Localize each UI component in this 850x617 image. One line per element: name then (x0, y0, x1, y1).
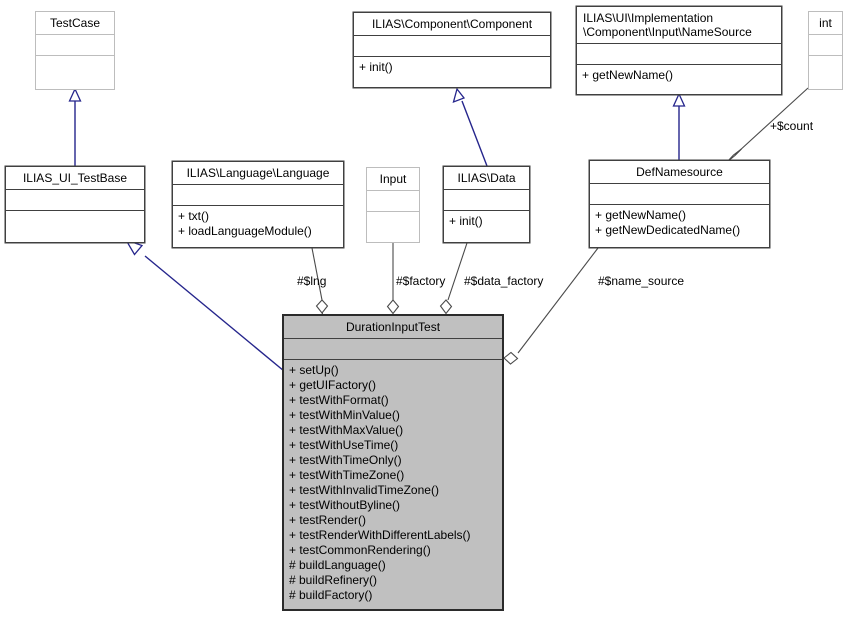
edge-component-to-iliasdata (452, 87, 488, 167)
class-attributes (284, 339, 502, 360)
class-box-testcase[interactable]: TestCase (35, 11, 115, 90)
class-box-name-source[interactable]: ILIAS\UI\Implementation \Component\Input… (576, 6, 782, 95)
class-operations: + setUp() + getUIFactory() + testWithFor… (289, 363, 471, 602)
class-title: ILIAS\UI\Implementation \Component\Input… (577, 7, 781, 44)
class-operations: + txt() + loadLanguageModule() (178, 209, 312, 238)
class-attributes (444, 190, 529, 211)
class-box-ilias-ui-testbase[interactable]: ILIAS_UI_TestBase (5, 166, 145, 243)
class-attributes (809, 35, 842, 56)
class-operations: + getNewName() (582, 68, 674, 82)
class-operations: + init() (359, 60, 393, 74)
class-title: ILIAS\Data (444, 167, 529, 190)
edge-label-count: +$count (770, 119, 814, 133)
class-operations (6, 211, 144, 242)
class-attributes (590, 184, 769, 205)
class-attributes (354, 36, 550, 57)
class-box-duration-input-test[interactable]: DurationInputTest + setUp() + getUIFacto… (283, 315, 503, 610)
edge-label-lng: #$lng (297, 274, 327, 288)
class-box-input[interactable]: Input (366, 167, 420, 243)
edge-label-factory: #$factory (396, 274, 446, 288)
edge-label-data-factory: #$data_factory (464, 274, 544, 288)
class-attributes (367, 191, 419, 212)
class-attributes (36, 35, 114, 56)
class-attributes (577, 44, 781, 65)
class-box-language[interactable]: ILIAS\Language\Language + txt() + loadLa… (172, 161, 344, 248)
class-box-def-namesource[interactable]: DefNamesource + getNewName() + getNewDed… (589, 160, 770, 248)
edge-testbase-to-durationinputtest (124, 238, 285, 372)
class-title: ILIAS_UI_TestBase (6, 167, 144, 190)
class-title: DurationInputTest (284, 316, 502, 339)
class-operations: + getNewName() + getNewDedicatedName() (595, 208, 741, 237)
edge-testcase-to-testbase (68, 87, 82, 166)
class-box-ilias-data[interactable]: ILIAS\Data + init() (443, 166, 530, 243)
class-attributes (6, 190, 144, 211)
class-title: int (809, 12, 842, 35)
class-title: Input (367, 168, 419, 191)
class-box-int[interactable]: int (808, 11, 843, 90)
class-title: DefNamesource (590, 161, 769, 184)
class-title: ILIAS\Language\Language (173, 162, 343, 185)
class-box-component[interactable]: ILIAS\Component\Component + init() (353, 12, 551, 88)
class-title: ILIAS\Component\Component (354, 13, 550, 36)
class-operations (367, 212, 419, 242)
class-title: TestCase (36, 12, 114, 35)
class-operations (809, 56, 842, 89)
edge-label-name-source: #$name_source (598, 274, 685, 288)
edge-namesource-to-defnamesource (672, 92, 686, 160)
class-operations: + init() (449, 214, 483, 228)
class-attributes (173, 185, 343, 206)
edge-defnamesource-to-durationinputtest (503, 247, 599, 365)
class-operations (36, 56, 114, 89)
